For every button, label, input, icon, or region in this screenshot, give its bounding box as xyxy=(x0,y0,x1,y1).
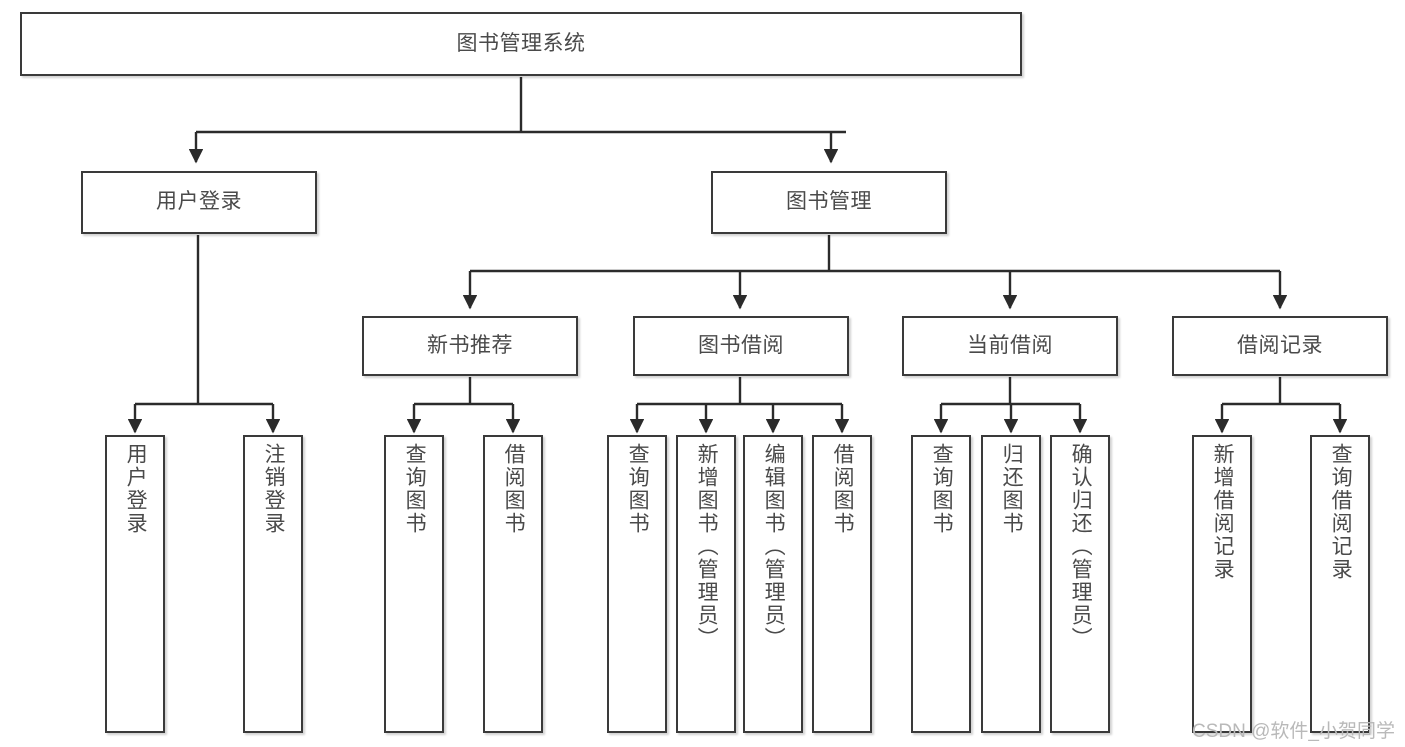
node-root[interactable]: 图书管理系统 xyxy=(20,12,1022,76)
leaf-user-login-signout[interactable]: 注销登录 xyxy=(243,435,303,733)
node-current-borrow[interactable]: 当前借阅 xyxy=(902,316,1118,376)
node-new-book-recommend-label: 新书推荐 xyxy=(427,333,513,357)
leaf-user-login-signout-label: 注销登录 xyxy=(262,443,286,535)
leaf-recommend-borrow-book[interactable]: 借阅图书 xyxy=(483,435,543,733)
leaf-record-query-record-label: 查询借阅记录 xyxy=(1329,443,1353,581)
leaf-borrow-query-book-label: 查询图书 xyxy=(626,443,650,535)
leaf-borrow-add-book[interactable]: 新增图书（管理员） xyxy=(676,435,736,733)
leaf-record-add-record-label: 新增借阅记录 xyxy=(1211,443,1235,581)
node-current-borrow-label: 当前借阅 xyxy=(967,333,1053,357)
leaf-record-add-record[interactable]: 新增借阅记录 xyxy=(1192,435,1252,733)
leaf-current-return-book-label: 归还图书 xyxy=(1000,443,1024,535)
leaf-borrow-borrow-book-label: 借阅图书 xyxy=(831,443,855,535)
leaf-current-confirm-return-label: 确认归还（管理员） xyxy=(1069,443,1093,650)
leaf-borrow-add-book-label: 新增图书（管理员） xyxy=(695,443,719,650)
leaf-borrow-edit-book[interactable]: 编辑图书（管理员） xyxy=(743,435,803,733)
leaf-user-login-signin-label: 用户登录 xyxy=(124,443,148,535)
leaf-recommend-query-book-label: 查询图书 xyxy=(403,443,427,535)
leaf-current-return-book[interactable]: 归还图书 xyxy=(981,435,1041,733)
node-book-management[interactable]: 图书管理 xyxy=(711,171,947,234)
leaf-current-query-book-label: 查询图书 xyxy=(930,443,954,535)
leaf-recommend-borrow-book-label: 借阅图书 xyxy=(502,443,526,535)
leaf-recommend-query-book[interactable]: 查询图书 xyxy=(384,435,444,733)
leaf-current-confirm-return[interactable]: 确认归还（管理员） xyxy=(1050,435,1110,733)
node-book-management-label: 图书管理 xyxy=(786,190,872,214)
node-root-label: 图书管理系统 xyxy=(456,31,586,55)
node-borrow-record[interactable]: 借阅记录 xyxy=(1172,316,1388,376)
node-user-login[interactable]: 用户登录 xyxy=(81,171,317,234)
leaf-borrow-borrow-book[interactable]: 借阅图书 xyxy=(812,435,872,733)
leaf-borrow-query-book[interactable]: 查询图书 xyxy=(607,435,667,733)
leaf-borrow-edit-book-label: 编辑图书（管理员） xyxy=(762,443,786,650)
node-book-borrow[interactable]: 图书借阅 xyxy=(633,316,849,376)
leaf-user-login-signin[interactable]: 用户登录 xyxy=(105,435,165,733)
leaf-record-query-record[interactable]: 查询借阅记录 xyxy=(1310,435,1370,733)
node-book-borrow-label: 图书借阅 xyxy=(698,333,784,357)
node-user-login-label: 用户登录 xyxy=(156,190,242,214)
node-borrow-record-label: 借阅记录 xyxy=(1237,333,1323,357)
leaf-current-query-book[interactable]: 查询图书 xyxy=(911,435,971,733)
watermark: CSDN @软件_小贺同学 xyxy=(1192,721,1395,742)
node-new-book-recommend[interactable]: 新书推荐 xyxy=(362,316,578,376)
